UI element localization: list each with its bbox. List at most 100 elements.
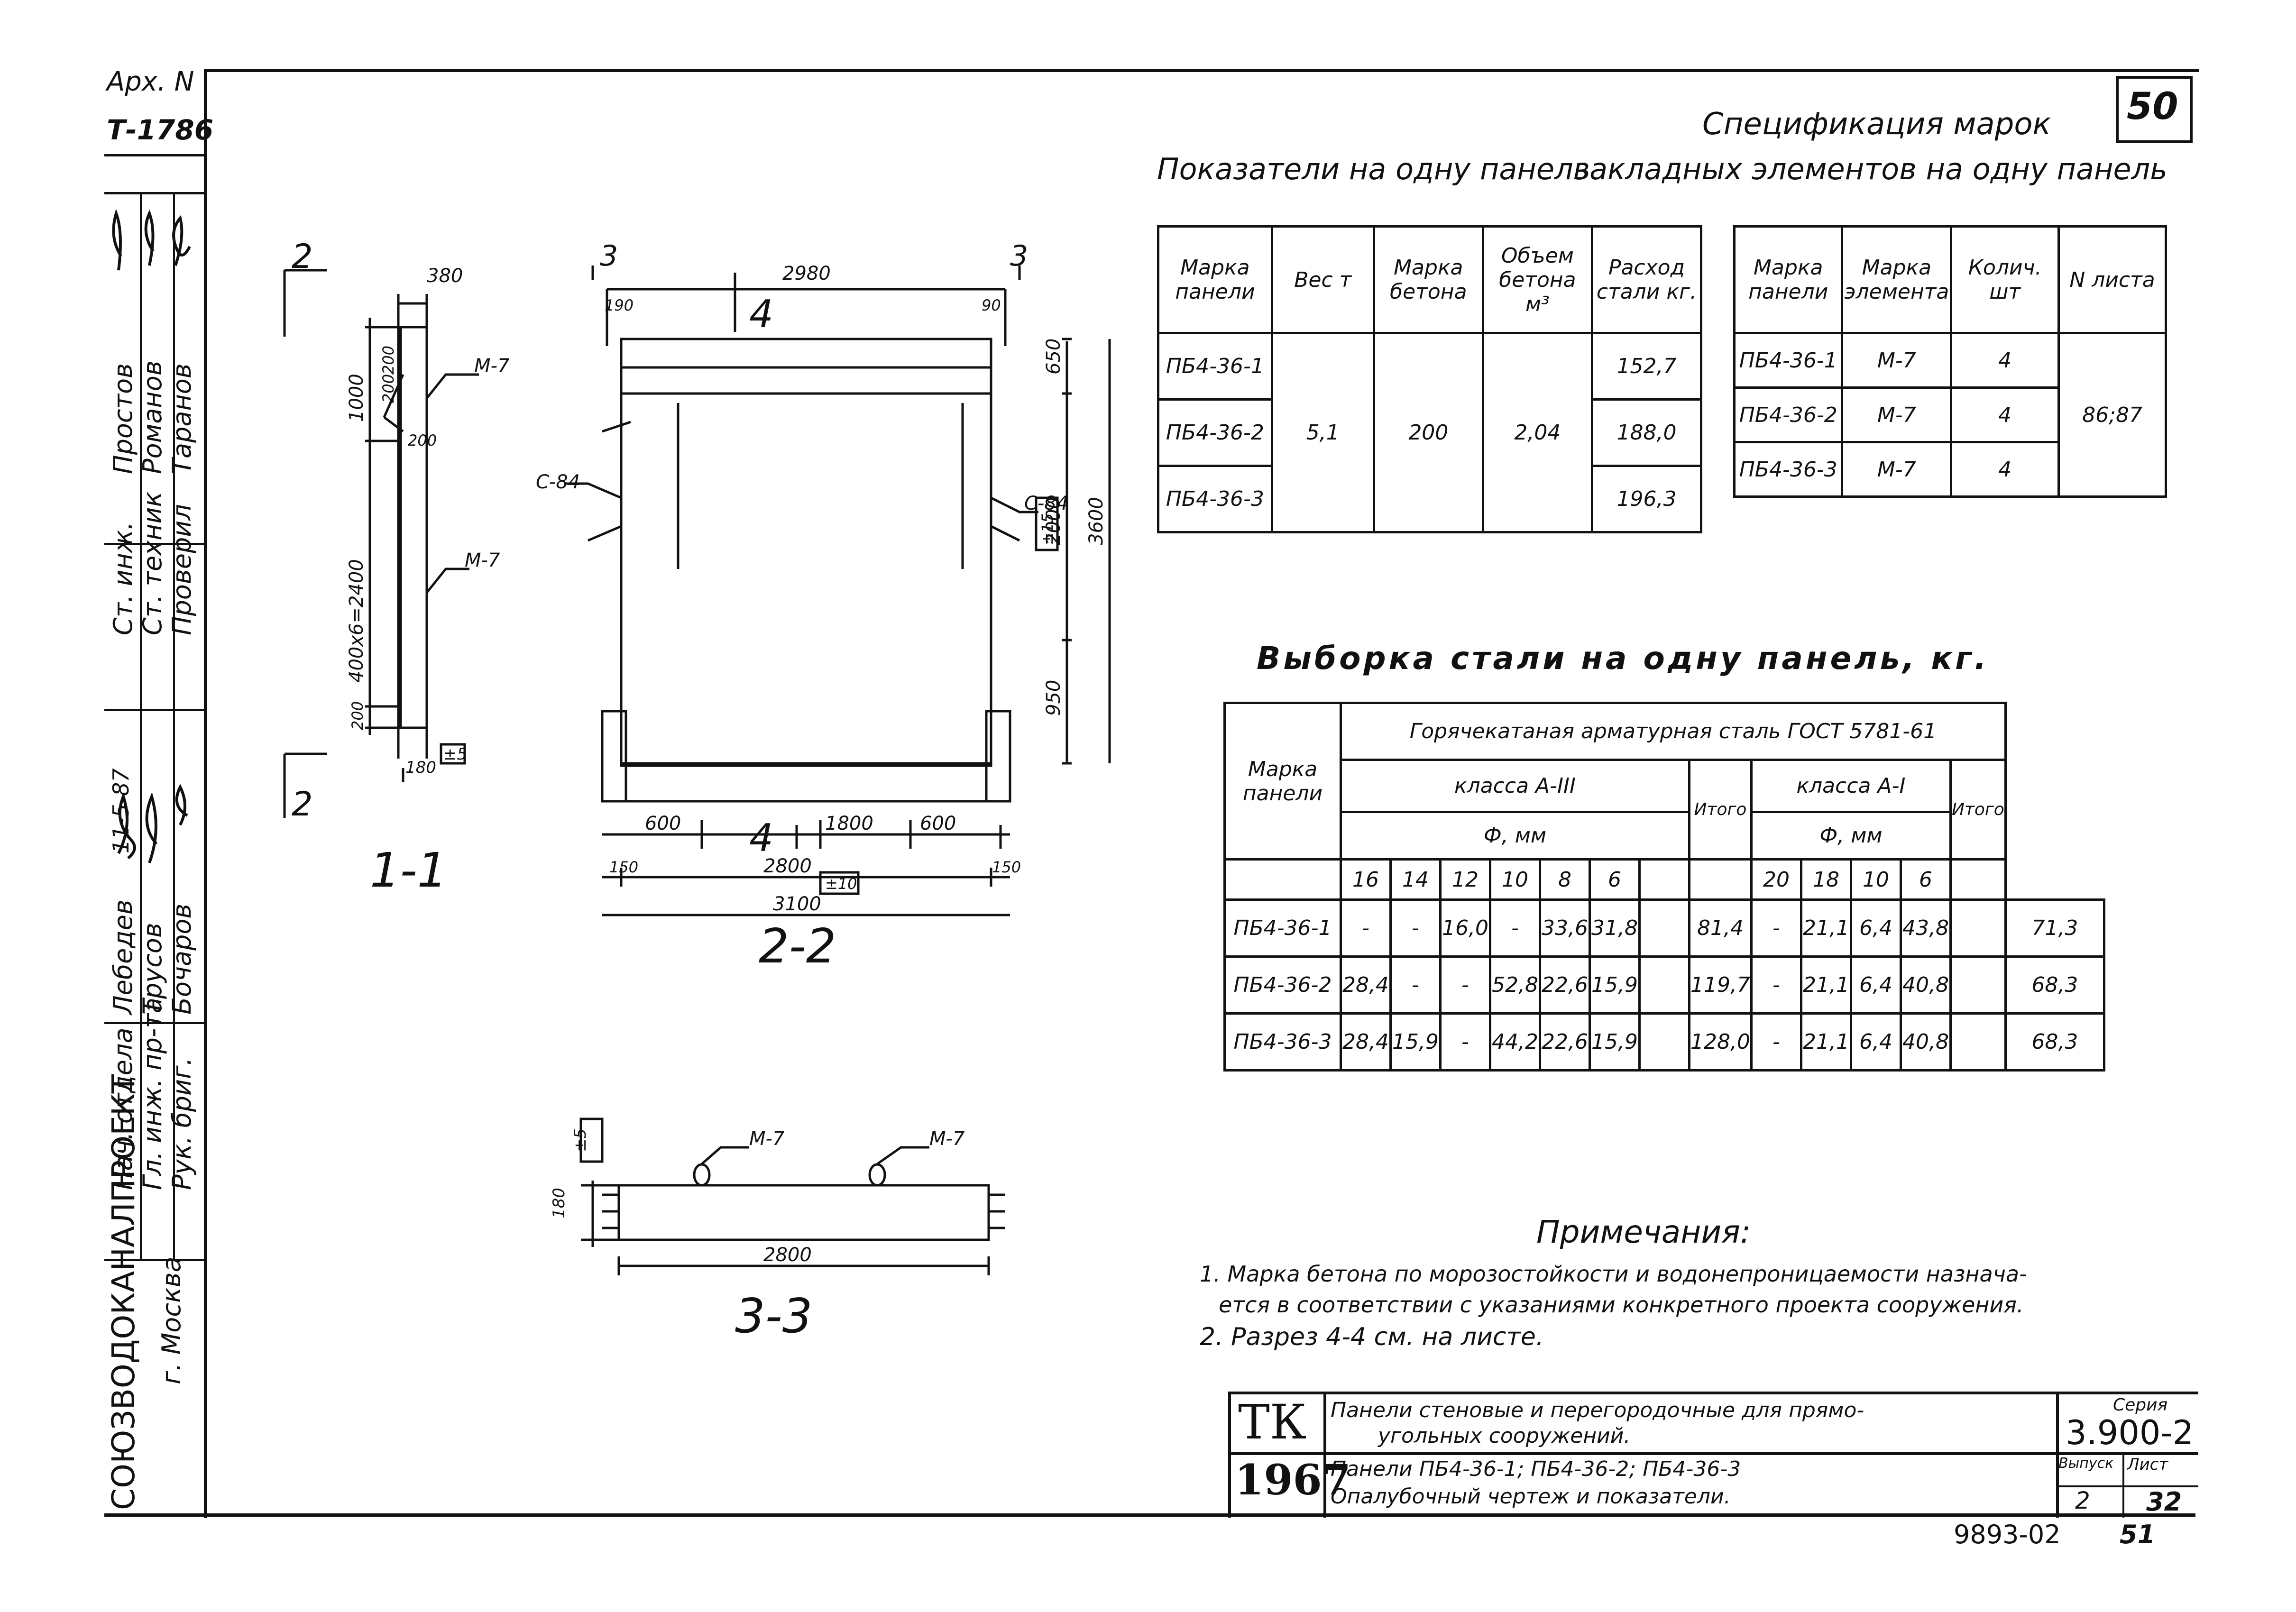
- edge-150-right: 150: [992, 858, 1021, 876]
- dim-3100: 3100: [773, 893, 821, 915]
- steel-cell: -: [1389, 898, 1442, 958]
- steel-diam: 20: [1750, 858, 1802, 901]
- title-block-col-line: [2056, 1394, 2059, 1518]
- dim-180-3-3: 180: [550, 1188, 569, 1218]
- dim-200a: 200: [379, 346, 397, 375]
- strip-line: [104, 1022, 204, 1024]
- steel-cell: 22,6: [1539, 1012, 1591, 1072]
- notes-title: Примечания:: [1536, 1214, 1751, 1250]
- cut-4-bottom: 4: [749, 816, 773, 860]
- page-number: 50: [2127, 85, 2178, 128]
- steel-diam: 10: [1849, 858, 1902, 901]
- steel-cell: [1949, 898, 2007, 958]
- signature-scribbles: [112, 209, 191, 864]
- steel-cell: 16,0: [1439, 898, 1491, 958]
- steel-cell: -: [1389, 955, 1442, 1015]
- section-2-2: [564, 266, 1111, 916]
- title-desc-2b: Опалубочный чертеж и показатели.: [1331, 1484, 1731, 1509]
- indicators-cell: ПБ4-36-3: [1157, 465, 1273, 533]
- embedded-cell: М-7: [1841, 332, 1953, 389]
- indicators-header: Марка бетона: [1372, 225, 1484, 334]
- steel-cell: 40,8: [1899, 955, 1952, 1015]
- embedded-cell: ПБ4-36-1: [1733, 332, 1844, 389]
- title-tk: ТК: [1238, 1394, 1307, 1450]
- embedded-cell: ПБ4-36-2: [1733, 386, 1844, 443]
- steel-cell: 6,4: [1849, 1012, 1902, 1072]
- dim-950: 950: [1043, 680, 1065, 716]
- steel-cell: 31,8: [1589, 898, 1641, 958]
- steel-diam-blank: [1688, 858, 1753, 901]
- steel-phi-a1: Ф, мм: [1750, 811, 1952, 861]
- mark-m7-1-1a: М-7: [474, 355, 510, 377]
- steel-cell: ПБ4-36-2: [1223, 955, 1342, 1015]
- steel-cell: [1949, 955, 2007, 1015]
- dim-2400: 400х6=2400: [346, 559, 367, 683]
- tol-vert: ±15: [1038, 513, 1056, 545]
- steel-cell: 119,7: [1688, 955, 1753, 1015]
- dim-2800-3-3: 2800: [763, 1244, 812, 1266]
- embedded-cell: 4: [1950, 386, 2060, 443]
- embedded-header: Колич. шт: [1950, 225, 2060, 334]
- steel-cell: -: [1750, 1012, 1802, 1072]
- note-line-1: 1. Марка бетона по морозостойкости и вод…: [1200, 1261, 2027, 1287]
- issue-number: 2: [2075, 1487, 2090, 1514]
- spec-title: Спецификация марок: [1702, 107, 2051, 142]
- dim-380: 380: [427, 265, 463, 287]
- steel-diam: 6: [1589, 858, 1641, 901]
- strip-line: [104, 1259, 204, 1261]
- mark-m7-3-3a: М-7: [749, 1128, 785, 1150]
- tol-2800: ±10: [825, 875, 857, 893]
- note-line-3: 2. Разрез 4-4 см. на листе.: [1200, 1323, 1544, 1351]
- signature-strip: [104, 69, 204, 1515]
- steel-cell: -: [1750, 898, 1802, 958]
- dim-600-right: 600: [920, 813, 956, 834]
- steel-cell: -: [1340, 898, 1392, 958]
- hole-c84-left: С-84: [536, 471, 580, 493]
- organization-name: СОЮЗВОДОКАНАЛПРОЕКТ: [105, 1074, 142, 1510]
- indicators-title: Показатели на одну панель: [1157, 152, 1591, 186]
- dim-2980: 2980: [782, 263, 831, 284]
- edge-190: 190: [605, 296, 634, 314]
- archive-number: Т-1786: [107, 114, 214, 146]
- section-3-3: [579, 1117, 1005, 1275]
- steel-cell: 15,9: [1589, 955, 1641, 1015]
- steel-cell: [1638, 955, 1690, 1015]
- steel-cell: -: [1750, 955, 1802, 1015]
- dim-1000: 1000: [346, 374, 367, 422]
- steel-cell: [1949, 1012, 2007, 1072]
- steel-cell: ПБ4-36-1: [1223, 898, 1342, 958]
- note-line-2: ется в соответствии с указаниями конкрет…: [1219, 1292, 2024, 1318]
- steel-col-marka: Марка панели: [1223, 702, 1342, 861]
- steel-cell: 128,0: [1688, 1012, 1753, 1072]
- embedded-header: Марка панели: [1733, 225, 1844, 334]
- series-label: Серия: [2113, 1395, 2168, 1415]
- strip-line: [104, 543, 204, 545]
- indicators-header: Марка панели: [1157, 225, 1273, 334]
- cut-3-left: 3: [600, 239, 618, 273]
- title-block-small-line: [2122, 1452, 2124, 1518]
- title-block-small-line: [2056, 1485, 2198, 1487]
- embedded-table: Марка панели Марка элемента Колич. шт N …: [1733, 225, 2167, 498]
- dim-200d: 200: [349, 701, 367, 730]
- strip-line: [104, 192, 204, 194]
- indicators-table: Марка панели Вес т Марка бетона Объем бе…: [1157, 225, 1703, 533]
- steel-diam-blank: [1638, 858, 1690, 901]
- steel-cell: 6,4: [1849, 955, 1902, 1015]
- steel-diam: 14: [1389, 858, 1442, 901]
- section-2-2-label: 2-2: [759, 918, 836, 974]
- steel-cell: [1638, 1012, 1690, 1072]
- embedded-cell: М-7: [1841, 441, 1953, 498]
- steel-cell: 68,3: [2004, 1012, 2106, 1072]
- cut-2-bottom: 2: [292, 785, 313, 824]
- steel-cell: 81,4: [1688, 898, 1753, 958]
- title-desc-1b: угольных сооружений.: [1378, 1424, 1631, 1448]
- steel-cell: 33,6: [1539, 898, 1591, 958]
- steel-cell: 15,9: [1389, 1012, 1442, 1072]
- title-block-col-line: [1323, 1394, 1326, 1518]
- city-name: г. Москва: [156, 1256, 186, 1384]
- strip-line: [104, 709, 204, 711]
- dim-2000: 2000: [1043, 497, 1065, 545]
- embedded-cell: 4: [1950, 441, 2060, 498]
